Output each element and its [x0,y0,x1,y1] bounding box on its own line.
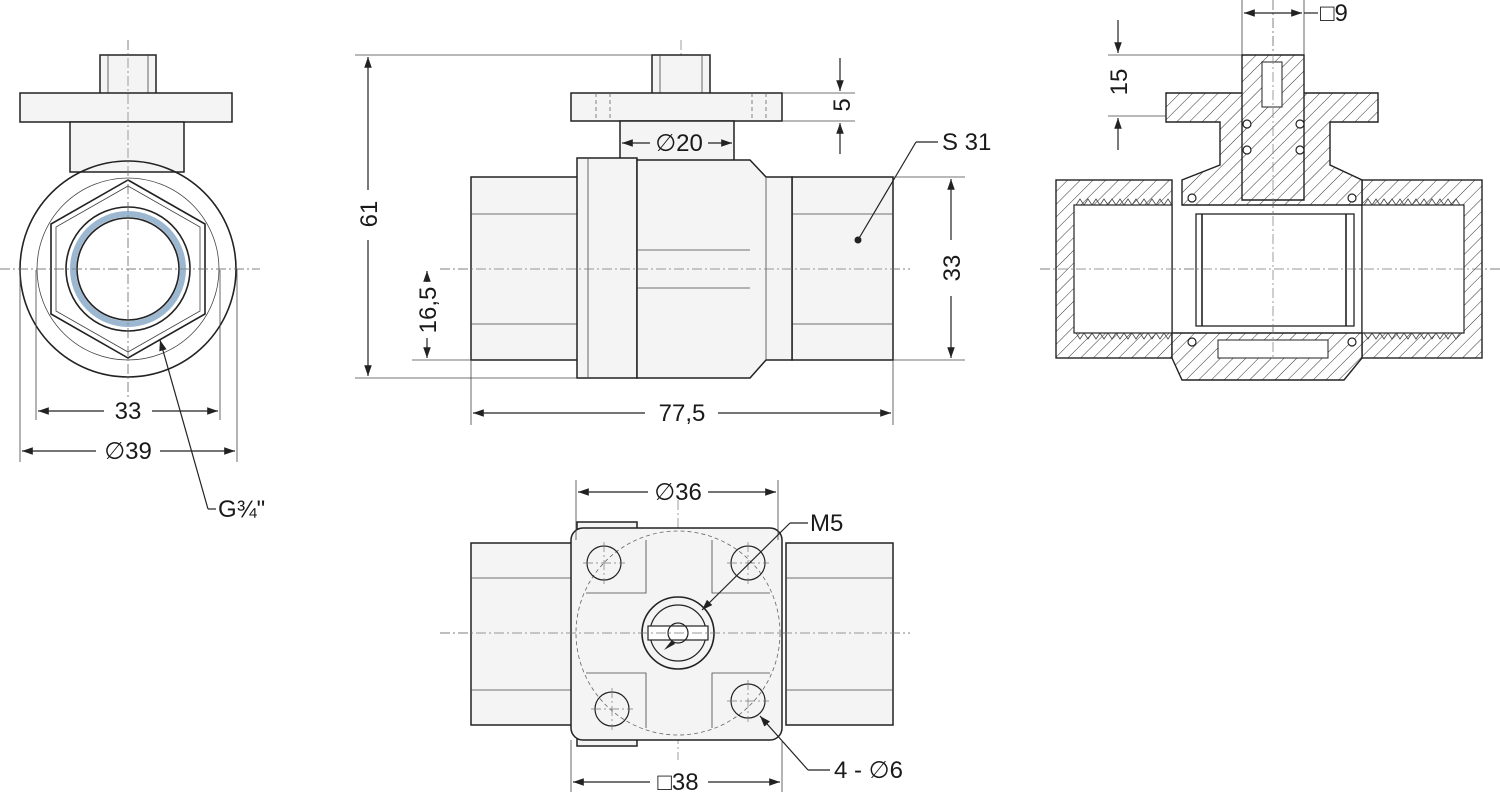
dim-bolt-circle: ∅36 [654,479,702,506]
dim-neck-diameter: ∅20 [655,130,703,157]
dim-front-diameter: ∅39 [104,438,152,465]
dim-half-height: 16,5 [415,287,442,334]
dim-flange-square: □38 [657,769,698,796]
dim-mount-holes: 4 - ∅6 [834,757,903,784]
dim-front-width: 33 [115,398,142,425]
top-view: ∅36 M5 4 - ∅6 □38 [440,479,910,796]
side-view: 61 5 ∅20 S 31 33 16,5 77,5 [355,40,991,427]
dim-port-height: 33 [939,255,966,282]
dim-height: 61 [356,201,383,228]
dim-wrench-size: S 31 [942,129,991,156]
dim-mount-thread: M5 [810,510,843,537]
front-view: 33 ∅39 G¾" [0,40,265,523]
dim-stem-square: □9 [1320,0,1348,27]
dim-thread: G¾" [218,496,265,523]
section-view: □9 15 [1040,0,1500,381]
dim-stem-flange: 5 [829,98,856,111]
dim-length: 77,5 [659,400,706,427]
dim-stem-height: 15 [1106,69,1133,96]
